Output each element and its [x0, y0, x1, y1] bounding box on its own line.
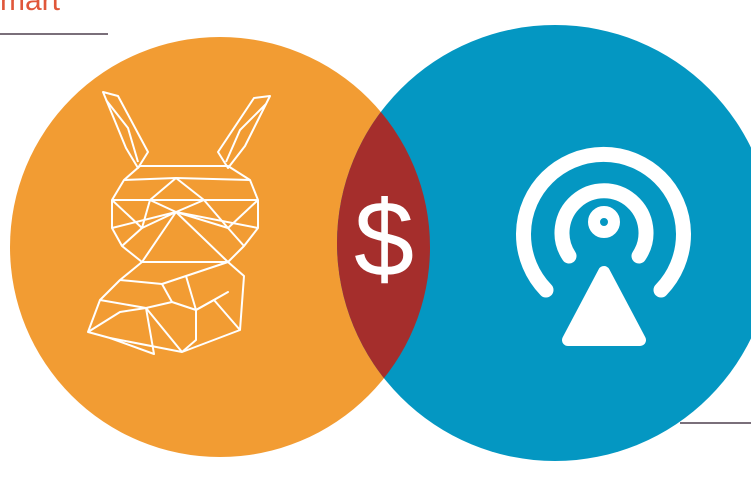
- right-circle: [337, 25, 751, 461]
- page-title-fragment: mart: [0, 0, 60, 17]
- geometric-rabbit-icon: [87, 91, 271, 355]
- dollar-sign-icon: $: [354, 178, 414, 299]
- left-circle: [10, 37, 430, 457]
- podcast-broadcast-icon: [516, 146, 691, 346]
